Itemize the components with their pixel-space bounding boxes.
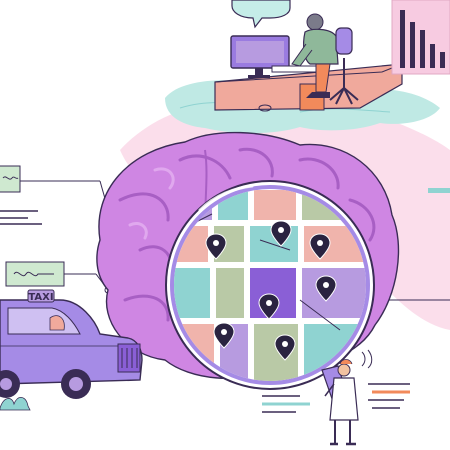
- map-pin-icon: [205, 233, 227, 260]
- person-at-desk: [291, 13, 339, 98]
- monitor-icon: [230, 35, 290, 78]
- map-pin-icon: [270, 220, 292, 247]
- map-pin-icon: [315, 275, 337, 302]
- map-block: [254, 324, 298, 381]
- desk-scene: [214, 13, 403, 112]
- map-block: [254, 190, 296, 220]
- map-pin-icon: [309, 233, 331, 260]
- taxi: TAXI: [0, 289, 143, 399]
- map-pins: [205, 220, 337, 361]
- taxi-sign-label: TAXI: [28, 292, 53, 303]
- map-pin-icon: [274, 334, 296, 361]
- map-block: [302, 268, 366, 318]
- bar-chart-icon: [391, 0, 450, 75]
- bush: [0, 397, 31, 411]
- taxi-sign: [27, 289, 55, 303]
- map-pin-icon: [258, 293, 280, 320]
- right-info-lines: [262, 383, 410, 413]
- map-block: [174, 268, 210, 318]
- left-lines: [0, 210, 42, 225]
- left-sign-card: [5, 261, 112, 294]
- map-block: [216, 268, 244, 318]
- office-chair: [329, 27, 359, 105]
- map-pin-icon: [213, 322, 235, 349]
- speech-bubble-icon: [231, 0, 291, 29]
- scientist-figure: [324, 349, 373, 446]
